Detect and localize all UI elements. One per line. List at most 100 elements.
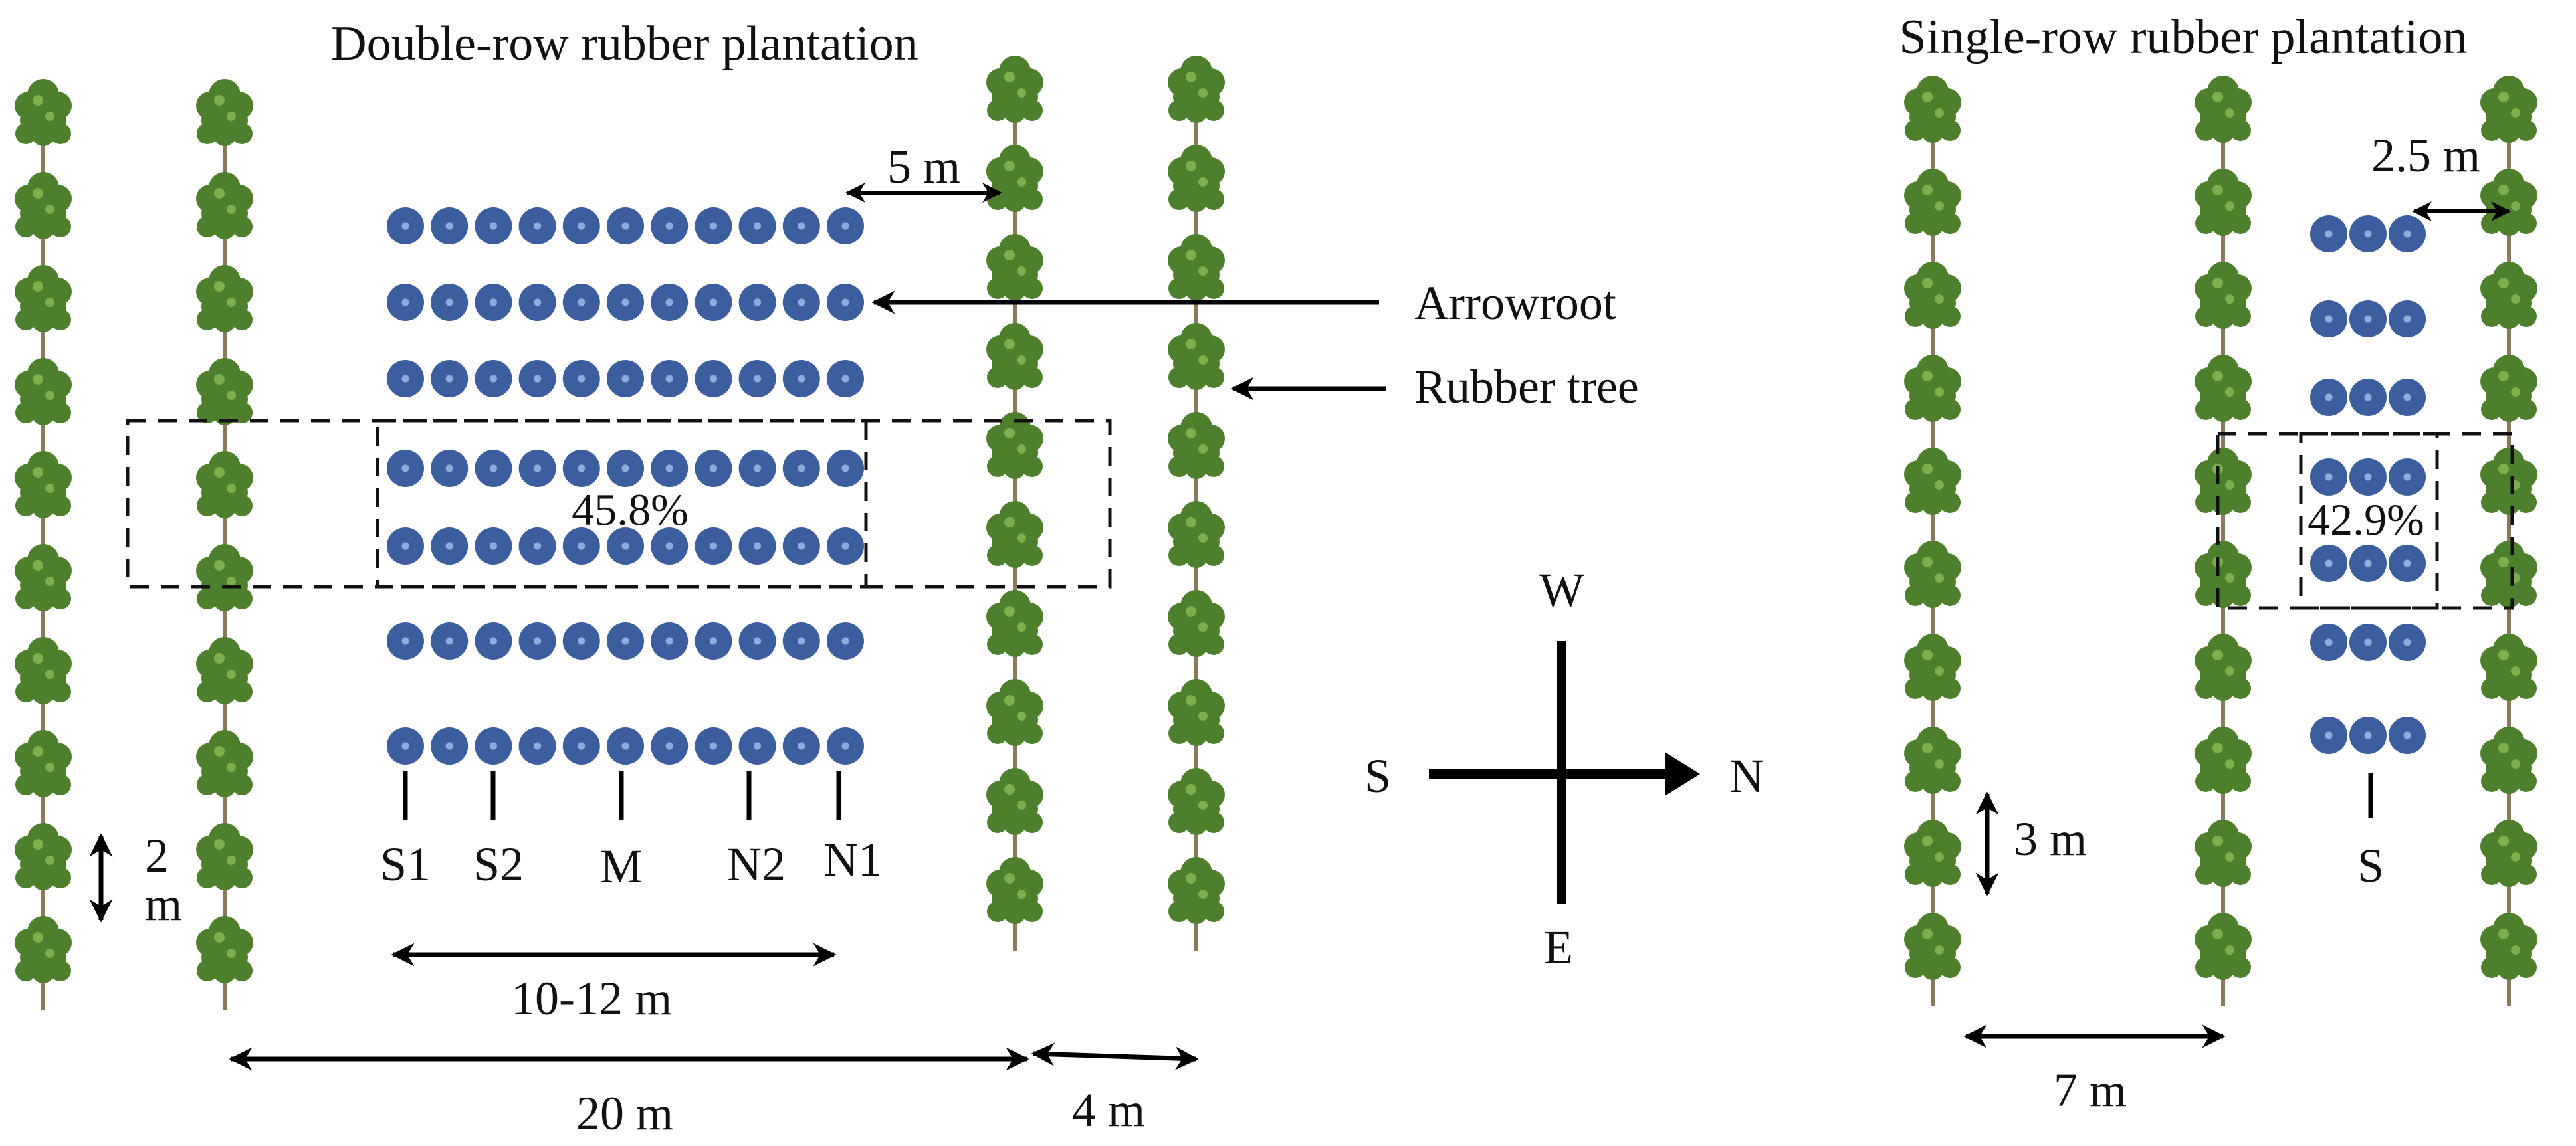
arrowroot-plant-icon — [518, 527, 556, 565]
arrowroot-plant-icon — [387, 727, 424, 765]
arrowroot-plant-icon — [782, 284, 820, 321]
position-n1: N1 — [823, 833, 882, 886]
arrowroot-plant-icon — [2389, 458, 2426, 496]
rubber-tree-icon — [986, 679, 1043, 773]
arrowroot-plant-icon — [562, 622, 600, 660]
rubber-tree-icon — [15, 451, 72, 545]
arrowroot-plant-icon — [651, 360, 689, 397]
arrowroot-plant-icon — [695, 527, 732, 565]
pair-width-label: 4 m — [1072, 1084, 1145, 1137]
arrowroot-plant-icon — [2389, 717, 2426, 754]
arrowroot-plant-icon — [738, 450, 776, 487]
rubber-tree-icon — [196, 358, 253, 452]
arrowroot-plant-icon — [2389, 545, 2426, 582]
arrowroot-plant-icon — [607, 360, 644, 397]
rubber-tree-icon — [2480, 634, 2537, 727]
rubber-tree-icon — [196, 730, 253, 824]
single-row-panel: Single-row rubber plantation 42.9% 2.5 m… — [1899, 10, 2537, 1117]
rubber-tree-icon — [1168, 857, 1225, 951]
arrowroot-plant-icon — [431, 284, 469, 321]
rubber-tree-icon — [986, 768, 1043, 862]
compass-north-arrowhead — [1665, 752, 1700, 796]
arrowroot-plant-icon — [2349, 215, 2387, 252]
single-row-inner-frame — [2299, 432, 2439, 610]
arrowroot-plant-icon — [387, 450, 424, 487]
rubber-tree-icon — [1168, 323, 1225, 417]
arrowroot-plant-icon — [607, 284, 644, 321]
rubber-tree-icon — [1904, 448, 1961, 541]
rubber-tree-icon — [2195, 727, 2252, 820]
rubber-tree-icon — [2480, 541, 2537, 634]
rubber-tree-icon — [15, 637, 72, 731]
arrowroot-plant-icon — [695, 284, 732, 321]
arrowroot-plant-icon — [695, 450, 732, 487]
arrowroot-plant-icon — [827, 284, 864, 321]
arrowroot-plant-icon — [695, 207, 732, 244]
arrowroot-plant-icon — [738, 527, 776, 565]
arrowroot-plant-icon — [2349, 624, 2387, 661]
double-row-arrowroot-plants — [387, 207, 864, 765]
arrowroot-plant-icon — [2310, 545, 2347, 582]
arrowroot-plant-icon — [387, 207, 424, 244]
arrowroot-plant-icon — [387, 284, 424, 321]
arrowroot-plant-icon — [562, 207, 600, 244]
arrowroot-plant-icon — [651, 727, 689, 765]
bed-width-label: 10-12 m — [511, 972, 672, 1025]
rubber-tree-icon — [1168, 679, 1225, 773]
rubber-tree-icon — [196, 265, 253, 359]
arrowroot-plant-icon — [475, 360, 512, 397]
single-row-spacing-label: 7 m — [2054, 1064, 2127, 1117]
arrowroot-plant-icon — [475, 727, 512, 765]
tree-spacing-unit: m — [145, 878, 182, 931]
rubber-tree-icon — [196, 823, 253, 917]
rubber-tree-icon — [15, 79, 72, 173]
single-row-percent: 42.9% — [2308, 494, 2424, 545]
rubber-tree-icon — [196, 916, 253, 1010]
arrowroot-plant-icon — [607, 207, 644, 244]
arrowroot-plant-icon — [782, 527, 820, 565]
arrowroot-plant-icon — [2349, 458, 2387, 496]
arrowroot-plant-icon — [518, 207, 556, 244]
rubber-tree-icon — [1168, 234, 1225, 328]
rubber-tree-label: Rubber tree — [1414, 360, 1639, 413]
arrowroot-plant-icon — [695, 622, 732, 660]
arrowroot-plant-icon — [387, 360, 424, 397]
arrowroot-plant-icon — [2310, 717, 2347, 754]
arrowroot-plant-icon — [2310, 300, 2347, 337]
arrowroot-plant-icon — [738, 284, 776, 321]
rubber-tree-icon — [196, 79, 253, 173]
rubber-tree-icon — [1168, 590, 1225, 684]
arrowroot-plant-icon — [475, 450, 512, 487]
arrowroot-plant-icon — [431, 727, 469, 765]
arrowroot-plant-icon — [651, 527, 689, 565]
rubber-tree-icon — [2480, 727, 2537, 820]
arrowroot-plant-icon — [2389, 624, 2426, 661]
arrowroot-plant-icon — [738, 727, 776, 765]
tree-spacing-number: 2 — [145, 829, 169, 882]
double-row-rubber-trees — [15, 56, 1225, 1010]
rubber-tree-icon — [986, 56, 1043, 149]
rubber-tree-icon — [1168, 768, 1225, 862]
rubber-tree-icon — [986, 857, 1043, 951]
rubber-tree-icon — [1904, 727, 1961, 820]
arrowroot-plant-icon — [475, 284, 512, 321]
pair-width-arrow — [1031, 1042, 1199, 1070]
arrowroot-plant-icon — [2349, 717, 2387, 754]
arrowroot-plant-icon — [827, 207, 864, 244]
rubber-tree-icon — [2480, 913, 2537, 1006]
rubber-tree-icon — [1168, 145, 1225, 239]
rubber-tree-icon — [15, 358, 72, 452]
rubber-tree-icon — [1904, 262, 1961, 355]
position-n2: N2 — [727, 838, 786, 891]
arrowroot-plant-icon — [518, 622, 556, 660]
compass-north: N — [1729, 749, 1764, 803]
single-row-arrowroot-plants — [2310, 215, 2426, 754]
compass-south: S — [1364, 749, 1391, 803]
arrowroot-plant-icon — [475, 527, 512, 565]
rubber-tree-icon — [2195, 76, 2252, 169]
rubber-tree-icon — [15, 544, 72, 638]
rubber-tree-icon — [2195, 913, 2252, 1006]
rubber-tree-icon — [1168, 412, 1225, 506]
rubber-tree-icon — [2480, 355, 2537, 448]
arrowroot-plant-icon — [562, 284, 600, 321]
